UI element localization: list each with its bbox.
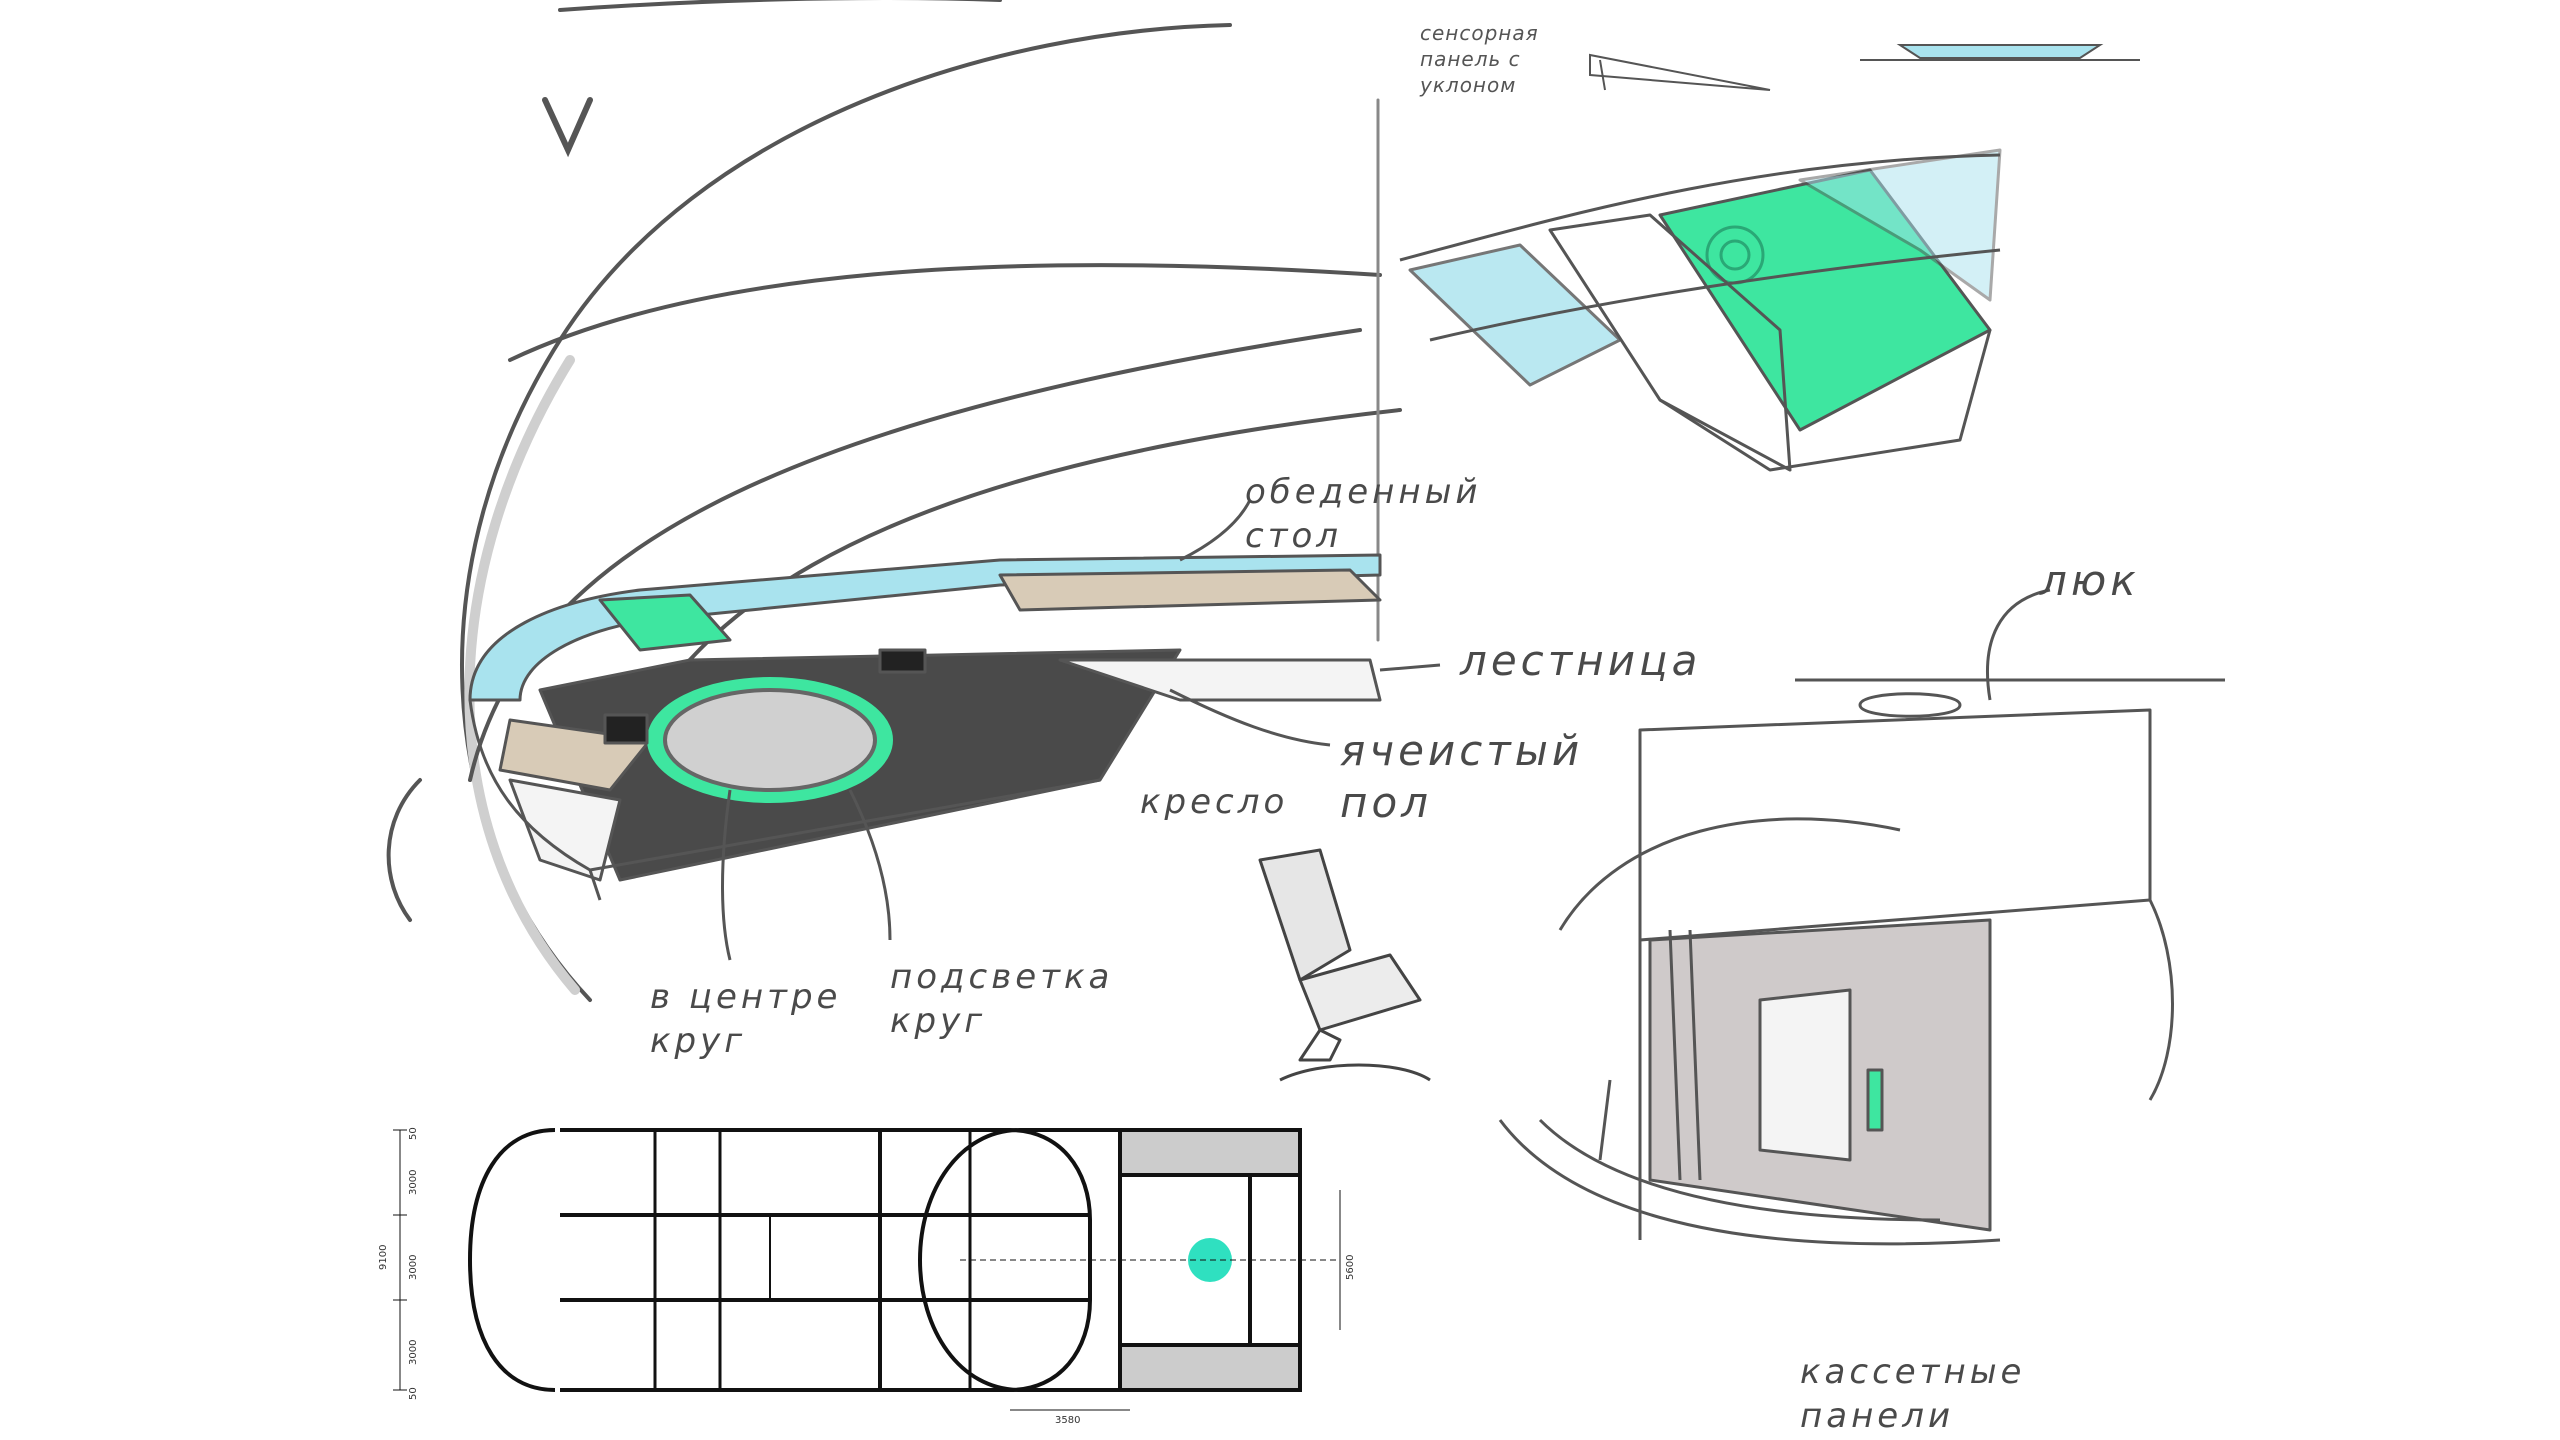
blue-bench [468,553,1382,702]
lock-perspective [1498,678,2225,1246]
label-touch-panel: сенсорная панель с уклоном [1420,21,1539,97]
center-circle [663,688,877,792]
label-cell-floor: ячеистый пол [1340,726,1584,827]
cell-floor-area [1058,658,1382,702]
label-stairs: лестница [1460,636,1702,685]
armchair-sketch [1258,848,1431,1082]
hatch-opening [1858,692,1962,718]
dim-floor3: 3000 [408,1339,419,1365]
dim-floor1: 3000 [408,1169,419,1195]
label-cassette-panels: кассетные панели [1800,1352,2026,1436]
slope-diagrams [1589,44,2140,91]
plan-top-wall [1118,1128,1302,1177]
label-lit-circle: подсветка круг [890,957,1114,1041]
check-mark-icon [542,97,593,158]
plan-drawing [917,1128,1341,1411]
dim-total-height: 9100 [378,1244,389,1270]
label-lock: люк [2040,556,2140,605]
floor-marker-2 [878,648,927,674]
section-dim-line [393,1129,407,1391]
plan-bottom-wall [1118,1343,1302,1392]
dim-plan-height: 5600 [1345,1254,1356,1280]
dim-bottom: 50 [408,1387,419,1400]
dim-floor2: 3000 [408,1254,419,1280]
door-indicator [1866,1068,1884,1132]
label-armchair: кресло [1140,782,1289,822]
dim-top: 50 [408,1127,419,1140]
label-dining-table: обеденный стол [1245,472,1482,556]
dim-plan-width: 3580 [1055,1415,1081,1426]
label-center-circle: в центре круг [650,977,842,1061]
room-perspective [468,553,1382,901]
dining-table [998,568,1382,612]
touch-panels [1399,148,2002,472]
floor-marker-1 [603,713,649,745]
section-drawing-main [467,1128,880,1392]
leader-lines [721,499,2051,961]
green-panel-small [598,593,732,652]
cell-floor-area-left [508,778,622,882]
